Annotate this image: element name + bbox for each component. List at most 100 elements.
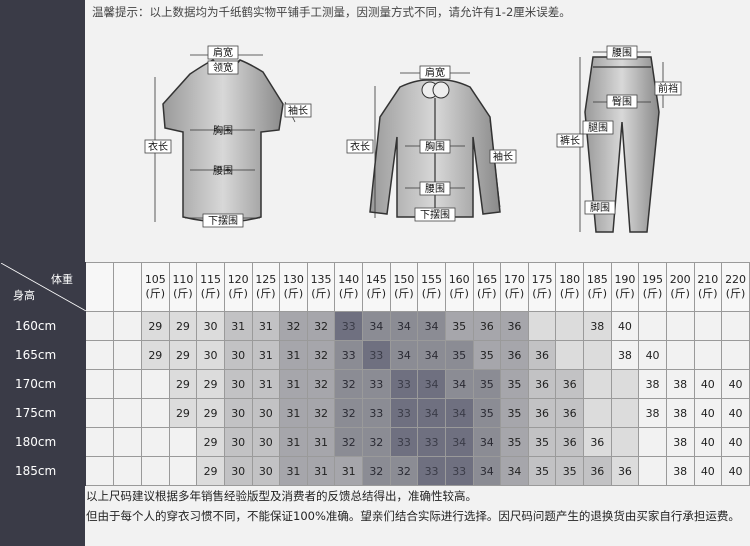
size-cell: 36: [500, 311, 529, 341]
size-cell: 30: [223, 398, 253, 428]
size-cell: [555, 340, 584, 370]
size-cell: 38: [583, 311, 612, 341]
empty-cell: [85, 456, 114, 486]
size-cell: 31: [279, 456, 308, 486]
size-cell: 40: [721, 427, 750, 457]
size-cell: 32: [362, 427, 391, 457]
size-cell: [141, 398, 170, 428]
pants-length-label: 裤长: [560, 134, 580, 147]
size-cell: 36: [555, 398, 584, 428]
tshirt-chest-label: 胸围: [213, 124, 233, 137]
empty-header-cell: [85, 262, 114, 312]
size-cell: 33: [444, 456, 474, 486]
note-line-2: 但由于每个人的穿衣习惯不同，不能保证100%准确。望亲们结合实际进行选择。因尺码…: [86, 509, 740, 523]
empty-cell: [113, 311, 142, 341]
size-cell: [555, 311, 584, 341]
shirt-shoulder-label: 肩宽: [425, 66, 445, 79]
weight-column-header: 140(斤): [334, 262, 363, 312]
size-cell: [610, 427, 640, 457]
size-cell: 35: [472, 340, 502, 370]
size-cell: [638, 427, 667, 457]
weight-value: 165: [476, 273, 498, 286]
size-cell: 35: [500, 427, 529, 457]
size-cell: 34: [444, 369, 474, 399]
size-cell: 34: [500, 456, 529, 486]
size-cell: 34: [472, 427, 502, 457]
weight-column-header: 125(斤): [251, 262, 281, 312]
size-cell: 31: [279, 369, 308, 399]
pants-hip-label: 臀围: [612, 96, 632, 108]
size-cell: [693, 311, 723, 341]
size-cell: 31: [279, 340, 308, 370]
weight-value: 185: [586, 273, 608, 286]
weight-column-header: 180(斤): [555, 262, 584, 312]
size-cell: 29: [168, 311, 198, 341]
weight-value: 135: [310, 273, 332, 286]
size-cell: 40: [721, 456, 750, 486]
shirt-waist-label: 腰围: [425, 183, 445, 195]
note-line-1: 以上尺码建议根据多年销售经验版型及消费者的反馈总结得出，准确性较高。: [86, 489, 477, 503]
height-label: 170cm: [0, 369, 86, 399]
size-cell: 33: [389, 369, 419, 399]
size-cell: 36: [527, 340, 557, 370]
size-cell: 32: [389, 456, 419, 486]
size-cell: 33: [362, 398, 391, 428]
size-cell: [610, 398, 640, 428]
size-cell: 36: [500, 340, 529, 370]
weight-unit: (斤): [338, 287, 359, 300]
size-cell: [168, 456, 198, 486]
size-cell: [168, 427, 198, 457]
size-cell: 40: [693, 398, 723, 428]
size-cell: 34: [417, 311, 446, 341]
size-cell: 32: [362, 456, 391, 486]
size-cell: 32: [306, 340, 336, 370]
weight-unit: (斤): [532, 287, 552, 300]
empty-cell: [85, 427, 114, 457]
weight-column-header: 195(斤): [638, 262, 667, 312]
size-cell: 38: [638, 398, 667, 428]
size-cell: 31: [251, 311, 281, 341]
size-cell: 31: [279, 427, 308, 457]
size-cell: 38: [638, 369, 667, 399]
size-cell: [583, 340, 612, 370]
size-cell: 33: [389, 398, 419, 428]
size-cell: 34: [444, 427, 474, 457]
size-cell: 31: [251, 369, 281, 399]
table-corner-header: 体重身高: [0, 262, 86, 312]
weight-header: 体重: [51, 273, 73, 286]
weight-unit: (斤): [504, 287, 525, 300]
weight-value: 190: [614, 273, 636, 286]
size-cell: 32: [334, 398, 363, 428]
weight-column-header: 175(斤): [527, 262, 557, 312]
measurement-notice: 温馨提示：以上数据均为千纸鹤实物平铺手工测量，因测量方式不同，请允许有1-2厘米…: [92, 5, 571, 19]
weight-column-header: 115(斤): [196, 262, 225, 312]
weight-unit: (斤): [670, 287, 690, 300]
size-cell: 33: [362, 340, 391, 370]
size-cell: [665, 311, 695, 341]
weight-column-header: 210(斤): [693, 262, 723, 312]
size-notes: 以上尺码建议根据多年销售经验版型及消费者的反馈总结得出，准确性较高。 但由于每个…: [86, 486, 740, 526]
weight-column-header: 110(斤): [168, 262, 198, 312]
weight-column-header: 145(斤): [362, 262, 391, 312]
size-cell: 34: [389, 340, 419, 370]
size-cell: 40: [638, 340, 667, 370]
weight-unit: (斤): [587, 287, 608, 300]
size-cell: 29: [196, 369, 225, 399]
weight-column-header: 185(斤): [583, 262, 612, 312]
height-label: 180cm: [0, 427, 86, 457]
empty-cell: [113, 398, 142, 428]
size-cell: 31: [251, 340, 281, 370]
size-cell: 30: [196, 340, 225, 370]
pants-leg-opening-label: 脚围: [590, 201, 610, 214]
size-cell: 31: [306, 427, 336, 457]
size-cell: 38: [665, 456, 695, 486]
size-cell: [665, 340, 695, 370]
size-cell: [638, 311, 667, 341]
size-cell: [583, 398, 612, 428]
weight-column-header: 105(斤): [141, 262, 170, 312]
garment-measurement-diagram: 肩宽 领宽 袖长 衣长 胸围 腰围 下摆围 肩宽 衣长 胸围 袖长 腰围 下摆围…: [85, 22, 750, 260]
size-cell: 32: [334, 369, 363, 399]
